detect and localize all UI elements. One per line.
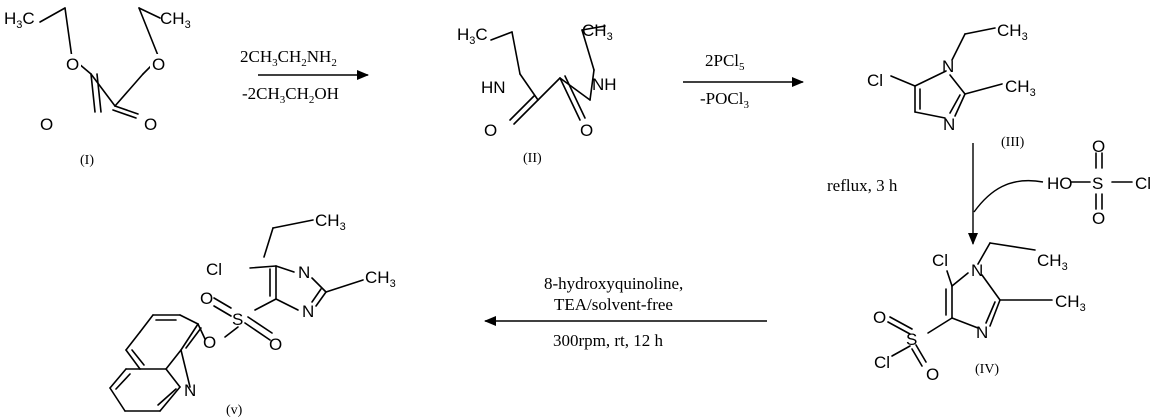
svg-text:CH3: CH3 <box>315 211 346 233</box>
ch3-label: CH3 <box>582 21 613 43</box>
compound-label: (v) <box>226 403 243 418</box>
sulfur-label: S <box>232 310 243 329</box>
svg-text:H3C: H3C <box>457 25 488 47</box>
oxygen-label: O <box>152 55 165 74</box>
sulfur-label: S <box>906 330 917 349</box>
oxygen-label: O <box>580 121 593 140</box>
chlorosulfonic-acid: HO S O O Cl <box>1047 137 1151 228</box>
reagent-below: -POCl3 <box>700 89 749 111</box>
nitrogen-label: N <box>971 261 983 280</box>
compound-label: (II) <box>523 151 542 166</box>
reagent-above: 2CH3CH2NH2 <box>240 47 337 69</box>
ch3-label: CH3 <box>1005 77 1036 99</box>
oxygen-label: O <box>1092 137 1105 156</box>
sulfur-label: S <box>1092 174 1103 193</box>
svg-text:H3C: H3C <box>4 9 35 31</box>
compound-iv: Cl N N CH3 CH3 S O O Cl (IV) <box>873 242 1086 384</box>
oxygen-label: O <box>269 335 282 354</box>
compound-label: (I) <box>80 153 94 168</box>
compound-label: (III) <box>1001 135 1025 150</box>
nh-label: HN <box>481 78 506 97</box>
svg-text:CH3: CH3 <box>1055 292 1086 314</box>
compound-v: Cl N N CH3 CH3 S O O O N (v) <box>109 211 396 418</box>
oxygen-label: O <box>873 308 886 327</box>
hydroxyl-label: HO <box>1047 174 1073 193</box>
compound-ii: H3C CH3 HN NH O O (II) <box>457 21 617 166</box>
ch3-label: CH3 <box>315 211 346 233</box>
svg-text:CH3: CH3 <box>1037 251 1068 273</box>
chlorine-label: Cl <box>874 353 890 372</box>
oxygen-label: O <box>484 121 497 140</box>
nitrogen-label: N <box>943 115 955 134</box>
ch3-label: CH3 <box>1037 251 1068 273</box>
oxygen-label: O <box>203 333 216 352</box>
ch3-label: CH3 <box>1055 292 1086 314</box>
nitrogen-label: N <box>184 381 196 400</box>
h3c-label: H3C <box>4 9 35 31</box>
nh-label: NH <box>592 75 617 94</box>
reagent-above: 2PCl5 <box>705 51 745 73</box>
ch3-label: CH3 <box>160 9 191 31</box>
chlorine-label: Cl <box>867 71 883 90</box>
svg-text:CH3: CH3 <box>997 21 1028 43</box>
svg-text:CH3: CH3 <box>365 268 396 290</box>
oxygen-label: O <box>40 115 53 134</box>
oxygen-label: O <box>200 289 213 308</box>
ch3-label: CH3 <box>365 268 396 290</box>
svg-text:CH3: CH3 <box>1005 77 1036 99</box>
chlorine-label: Cl <box>932 251 948 270</box>
oxygen-label: O <box>144 115 157 134</box>
compound-label: (IV) <box>975 362 999 377</box>
reaction-arrow-2: 2PCl5 -POCl3 <box>683 51 804 111</box>
nitrogen-label: N <box>976 323 988 342</box>
chlorine-label: Cl <box>1135 174 1151 193</box>
ch3-label: CH3 <box>997 21 1028 43</box>
reagent-below: -2CH3CH2OH <box>242 84 339 106</box>
oxygen-label: O <box>66 55 79 74</box>
nitrogen-label: N <box>942 57 954 76</box>
reaction-arrow-4: 8-hydroxyquinoline, TEA/solvent-free 300… <box>484 274 767 350</box>
compound-iii: Cl N N CH3 CH3 (III) <box>867 21 1036 150</box>
h3c-label: H3C <box>457 25 488 47</box>
compound-i: H3C CH3 O O O O (I) <box>4 7 191 168</box>
reaction-arrow-1: 2CH3CH2NH2 -2CH3CH2OH <box>240 47 369 106</box>
chlorine-label: Cl <box>206 260 222 279</box>
oxygen-label: O <box>1092 209 1105 228</box>
reagent-line-1: 8-hydroxyquinoline, <box>544 274 683 293</box>
condition-label: reflux, 3 h <box>827 176 898 195</box>
nitrogen-label: N <box>298 263 310 282</box>
nitrogen-label: N <box>302 302 314 321</box>
reaction-arrow-3: reflux, 3 h <box>827 143 1044 245</box>
svg-text:CH3: CH3 <box>160 9 191 31</box>
oxygen-label: O <box>926 365 939 384</box>
svg-text:CH3: CH3 <box>582 21 613 43</box>
reagent-line-3: 300rpm, rt, 12 h <box>553 331 664 350</box>
reagent-line-2: TEA/solvent-free <box>554 295 673 314</box>
